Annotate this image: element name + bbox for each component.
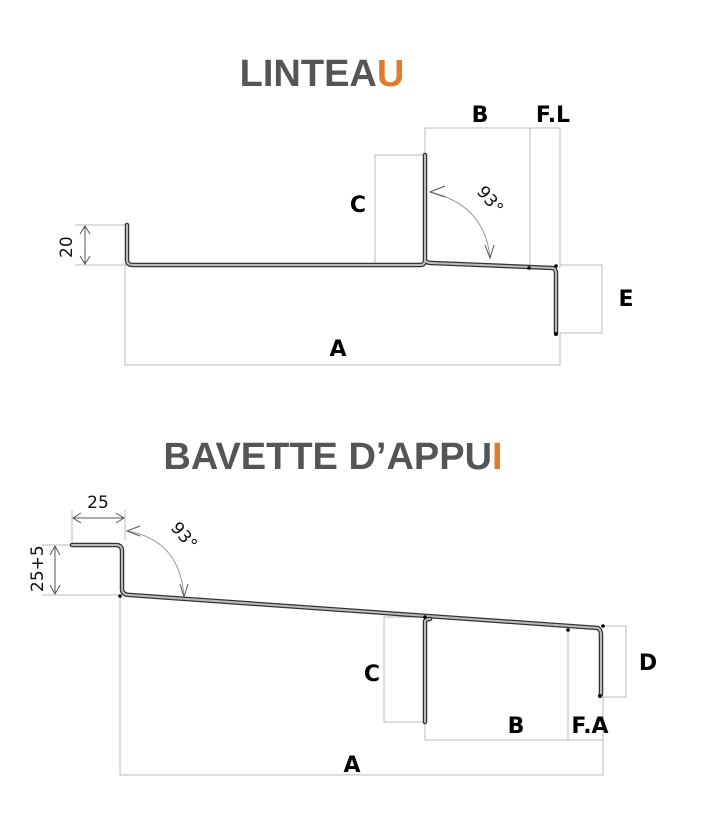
bavette-angle-marker: 93° bbox=[125, 518, 201, 599]
bavette-label-a: A bbox=[343, 753, 360, 778]
linteau-label-c: C bbox=[350, 193, 366, 218]
bavette-profile bbox=[69, 542, 605, 725]
bavette-label-d: D bbox=[639, 651, 657, 676]
bavette-height-dimension: 25+5 bbox=[28, 545, 48, 592]
linteau-label-fl: F.L bbox=[536, 103, 570, 128]
linteau-profile bbox=[124, 152, 559, 336]
linteau-diagram: LINTEAU 93° 20 B F.L C E A bbox=[57, 53, 634, 366]
linteau-dimension-lines bbox=[75, 127, 603, 366]
linteau-label-e: E bbox=[618, 287, 633, 312]
bavette-title: BAVETTE D’APPUI bbox=[163, 436, 502, 478]
bavette-dimension-lines bbox=[42, 510, 627, 776]
bavette-diagram: BAVETTE D’APPUI 93° 25 bbox=[28, 436, 657, 778]
bavette-label-c: C bbox=[364, 662, 380, 687]
linteau-angle-label: 93° bbox=[472, 182, 507, 218]
bavette-label-fa: F.A bbox=[571, 714, 608, 739]
linteau-angle-marker: 93° bbox=[428, 182, 507, 260]
linteau-lip-dimension: 20 bbox=[57, 236, 77, 258]
bavette-flange-dimension: 25 bbox=[87, 493, 109, 513]
bavette-label-b: B bbox=[508, 714, 525, 739]
bavette-angle-label: 93° bbox=[166, 518, 201, 554]
linteau-label-b: B bbox=[472, 103, 489, 128]
linteau-title: LINTEAU bbox=[240, 53, 405, 95]
linteau-label-a: A bbox=[329, 337, 346, 362]
